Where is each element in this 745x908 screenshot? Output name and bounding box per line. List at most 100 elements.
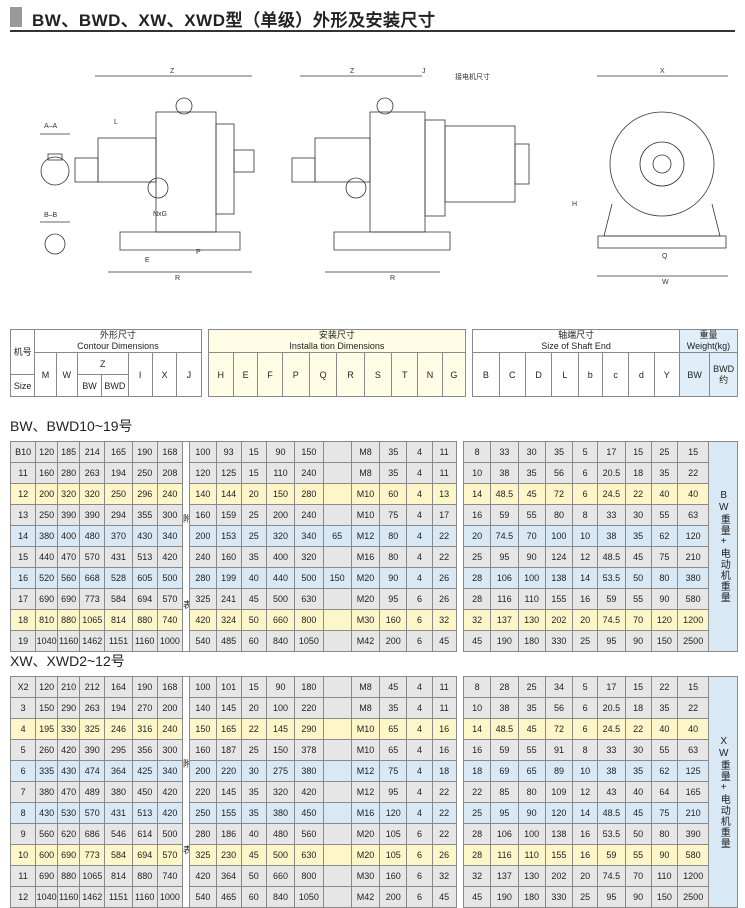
table-cell: 260	[35, 739, 59, 761]
table-cell: 4	[406, 760, 433, 782]
table-cell: 465	[215, 886, 242, 908]
table-cell: 1050	[294, 630, 324, 652]
col-b-lower: b	[577, 352, 603, 397]
table-cell: 137	[490, 609, 519, 631]
table-cell: 300	[156, 504, 183, 526]
table-cell: 295	[104, 739, 133, 761]
bwd-motor	[444, 125, 516, 203]
table-cell: 100	[544, 525, 574, 547]
table-cell: 6	[406, 630, 433, 652]
table-cell: 17	[597, 441, 626, 463]
table-cell: 50	[240, 609, 267, 631]
table-cell: 16	[572, 844, 599, 866]
table-cell: 840	[265, 630, 296, 652]
table-cell: 1160	[131, 630, 158, 652]
table-cell: 45	[379, 676, 408, 698]
table-cell: M10	[350, 739, 381, 761]
table-cell: 33	[597, 739, 626, 761]
table-cell: 60	[240, 630, 267, 652]
table-cell: 16	[463, 739, 492, 761]
table-cell: 45	[463, 630, 492, 652]
table-cell: 16	[572, 823, 599, 845]
table-cell: 2500	[676, 630, 710, 652]
table-cell: M8	[350, 462, 381, 484]
table-cell: 8	[572, 504, 599, 526]
table-cell: 95	[490, 802, 519, 824]
table-cell: 212	[79, 676, 106, 698]
table-cell: 10	[463, 697, 492, 719]
table-cell: 43	[597, 781, 626, 803]
table-cell: 105	[379, 844, 408, 866]
dim-j: J	[422, 68, 426, 75]
table-cell: 380	[265, 802, 296, 824]
table-cell: 325	[79, 718, 106, 740]
col-d-lower: d	[628, 352, 655, 397]
section1-label: BW、BWD10~19号	[10, 418, 133, 434]
table-cell: 56	[544, 697, 574, 719]
col-weight-bwd: BWD约	[709, 352, 738, 397]
table-cell: 540	[189, 886, 217, 908]
table-cell: 485	[215, 630, 242, 652]
table-cell: 8	[463, 441, 492, 463]
table-cell: 160	[379, 865, 408, 887]
table-cell: 110	[265, 462, 296, 484]
table-cell: 240	[189, 546, 217, 568]
table-cell: 1151	[104, 630, 133, 652]
table-row: B10120185214165190168附表100931590150M8354…	[9, 441, 738, 652]
table-cell: 18	[9, 609, 37, 631]
table-cell: 16	[9, 567, 37, 589]
section-aa-key	[47, 153, 63, 161]
table-cell: 378	[294, 739, 324, 761]
table-cell: 200	[189, 525, 217, 547]
col-g: G	[441, 352, 467, 397]
table-cell: 150	[189, 718, 217, 740]
table-cell: 70	[624, 609, 652, 631]
table-cell: 10	[9, 844, 37, 866]
table-cell: 50	[624, 823, 652, 845]
table-cell: 22	[650, 676, 678, 698]
table-cell: 145	[215, 697, 242, 719]
table-cell: 17	[431, 504, 457, 526]
table-cell: 4	[406, 676, 433, 698]
table-cell: 120	[650, 609, 678, 631]
table-cell: 5	[572, 676, 599, 698]
table-cell: 100	[265, 697, 296, 719]
table-cell: 480	[79, 525, 106, 547]
table-cell: 320	[265, 525, 296, 547]
table-cell: 32	[463, 609, 492, 631]
table-cell: 35	[379, 697, 408, 719]
table-cell: 59	[597, 588, 626, 610]
table-cell: 324	[215, 609, 242, 631]
table-cell: 62	[650, 760, 678, 782]
table-cell: 35	[379, 462, 408, 484]
bw-base	[119, 231, 241, 251]
table-cell: 480	[265, 823, 296, 845]
table-cell: 810	[35, 609, 59, 631]
table-cell: 4	[406, 739, 433, 761]
table-cell: M20	[350, 823, 381, 845]
appendix-cell: 附表	[181, 676, 191, 908]
table-cell: 390	[79, 739, 106, 761]
table-cell: 200	[156, 697, 183, 719]
table-cell: 75	[379, 760, 408, 782]
table-cell: 55	[624, 844, 652, 866]
table-cell: 814	[104, 865, 133, 887]
table-cell	[322, 630, 352, 652]
table-cell: 35	[624, 525, 652, 547]
table-cell: 3	[9, 697, 37, 719]
table-cell: 59	[490, 504, 519, 526]
weight-note-cell: BW重量+电动机重量	[708, 441, 738, 652]
table-cell: 1200	[676, 609, 710, 631]
table-cell: 630	[294, 588, 324, 610]
col-c-upper: C	[498, 352, 526, 397]
table-cell: 380	[676, 567, 710, 589]
table-cell: 546	[104, 823, 133, 845]
table-cell: 335	[35, 760, 59, 782]
dim-z-2: Z	[350, 68, 355, 75]
table-cell: 30	[624, 739, 652, 761]
